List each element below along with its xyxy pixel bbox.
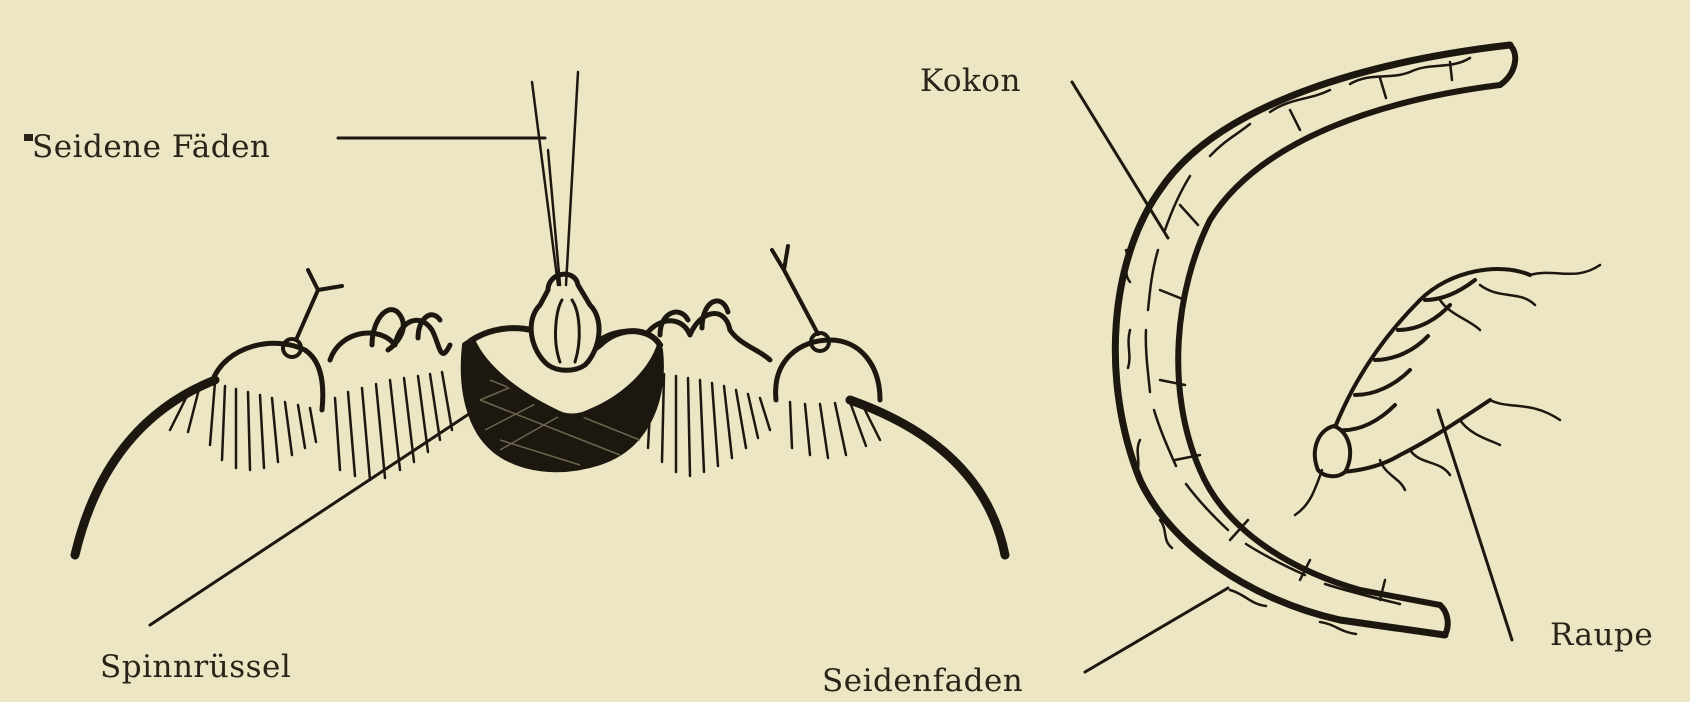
- leader-seidenfaden: [1085, 588, 1228, 672]
- caterpillar-head: [1315, 426, 1350, 476]
- leader-kokon: [1072, 82, 1168, 238]
- left-palps: [330, 310, 450, 360]
- leader-spinnruessel: [150, 410, 475, 625]
- left-antenna-dome: [212, 343, 323, 410]
- right-antenna: [772, 246, 818, 334]
- cocoon-figure: [1115, 45, 1600, 635]
- spinneret-tube: [531, 274, 599, 370]
- left-hatching: [170, 372, 452, 480]
- right-hatching: [634, 370, 880, 476]
- caterpillar-body: [1320, 269, 1530, 472]
- cocoon-tip: [1440, 45, 1515, 635]
- left-antenna: [296, 270, 342, 340]
- caterpillar-hairs: [1380, 265, 1600, 490]
- caterpillar-silk-thread: [1295, 470, 1322, 515]
- silk-threads: [532, 72, 578, 285]
- head-figure: [75, 72, 1005, 555]
- head-outline-right: [850, 400, 1005, 555]
